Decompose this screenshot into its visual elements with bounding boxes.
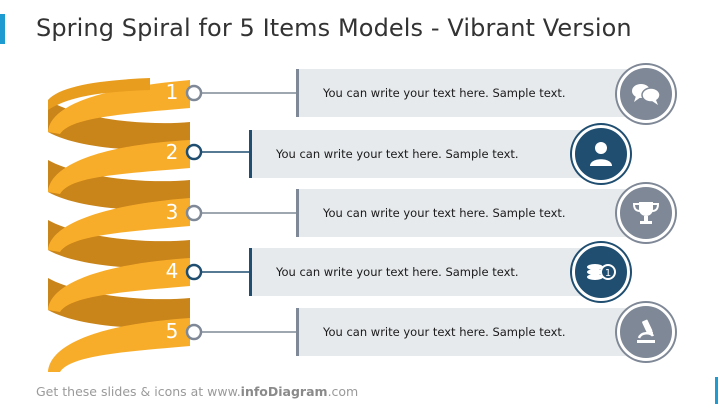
item-bar-5[interactable]: You can write your text here. Sample tex… [296, 308, 648, 356]
spiral-back-band-1 [48, 100, 190, 151]
person-icon [572, 125, 630, 183]
item-text-4: You can write your text here. Sample tex… [276, 265, 519, 279]
spiral-front-band-2 [48, 140, 190, 194]
svg-text:1: 1 [605, 268, 611, 279]
item-number-3: 3 [165, 200, 179, 224]
item-number-2: 2 [165, 140, 179, 164]
connector-node-1 [185, 84, 203, 102]
connector-node-5 [185, 323, 203, 341]
corner-accent-bar [715, 377, 718, 404]
connector-node-4 [185, 263, 203, 281]
item-text-2: You can write your text here. Sample tex… [276, 147, 519, 161]
trophy-icon [617, 184, 675, 242]
item-bar-2[interactable]: You can write your text here. Sample tex… [249, 130, 603, 178]
spiral-front-band-4 [48, 258, 190, 312]
footer-brand: infoDiagram [240, 384, 328, 399]
spiral-front-band-3 [48, 198, 190, 252]
spiral-front-band-1 [48, 80, 190, 134]
item-text-1: You can write your text here. Sample tex… [323, 86, 566, 100]
item-number-4: 4 [165, 259, 179, 283]
item-text-5: You can write your text here. Sample tex… [323, 325, 566, 339]
item-bar-4[interactable]: You can write your text here. Sample tex… [249, 248, 603, 296]
item-text-3: You can write your text here. Sample tex… [323, 206, 566, 220]
microscope-icon [617, 303, 675, 361]
footer-credit[interactable]: Get these slides & icons at www.infoDiag… [36, 384, 358, 399]
connector-node-2 [185, 143, 203, 161]
spiral-top-curl [48, 78, 150, 110]
speech-bubbles-icon [617, 65, 675, 123]
footer-prefix: Get these slides & icons at www. [36, 384, 241, 399]
spiral-front-band-5 [48, 318, 190, 372]
item-number-1: 1 [165, 80, 179, 104]
footer-suffix: .com [327, 384, 359, 399]
spiral-back-band-3 [48, 220, 190, 269]
item-bar-3[interactable]: You can write your text here. Sample tex… [296, 189, 648, 237]
item-number-5: 5 [165, 319, 179, 343]
title-accent-bar [0, 14, 5, 44]
connector-node-3 [185, 204, 203, 222]
item-bar-1[interactable]: You can write your text here. Sample tex… [296, 69, 648, 117]
coins-icon: 1 [572, 243, 630, 301]
page-title: Spring Spiral for 5 Items Models - Vibra… [36, 14, 632, 42]
